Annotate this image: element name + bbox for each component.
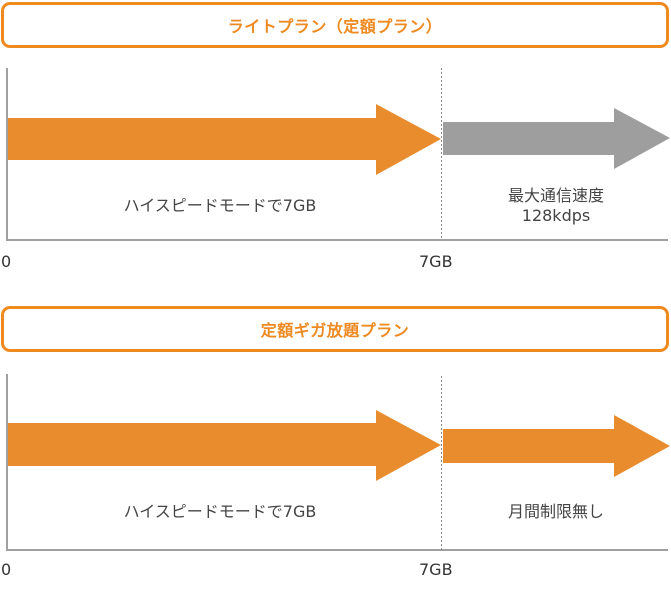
axis-tick-7gb: 7GB — [419, 560, 453, 579]
unlimited-arrow — [443, 415, 670, 477]
segment-label-unlimited: 月間制限無し — [507, 502, 604, 521]
segment-label-high-speed: ハイスピードモードで7GB — [123, 196, 317, 215]
plan-title-box-unlimited: 定額ギガ放題プラン — [1, 306, 669, 352]
plan-title: ライトプラン（定額プラン） — [227, 17, 443, 36]
plan-diagram-light: ハイスピードモードで7GB 最大通信速度 128kdps 0 7GB — [0, 60, 671, 300]
throttled-arrow — [443, 108, 670, 169]
high-speed-arrow — [8, 104, 441, 175]
plan-diagram-unlimited: ハイスピードモードで7GB 月間制限無し 0 7GB — [0, 364, 671, 604]
segment-label-throttled: 最大通信速度 128kdps — [445, 186, 667, 226]
axis-tick-zero: 0 — [1, 252, 12, 271]
segment-label-high-speed: ハイスピードモードで7GB — [123, 502, 317, 521]
diagram-canvas — [6, 374, 670, 551]
axis-tick-zero: 0 — [1, 560, 12, 579]
segment-label-line2: 128kdps — [521, 206, 591, 225]
segment-label-line1: 最大通信速度 — [507, 186, 604, 205]
diagram-canvas — [6, 68, 670, 241]
high-speed-arrow — [8, 410, 441, 481]
plan-title-box-light: ライトプラン（定額プラン） — [1, 2, 669, 48]
plan-title: 定額ギガ放題プラン — [260, 321, 410, 340]
axis-tick-7gb: 7GB — [419, 252, 453, 271]
